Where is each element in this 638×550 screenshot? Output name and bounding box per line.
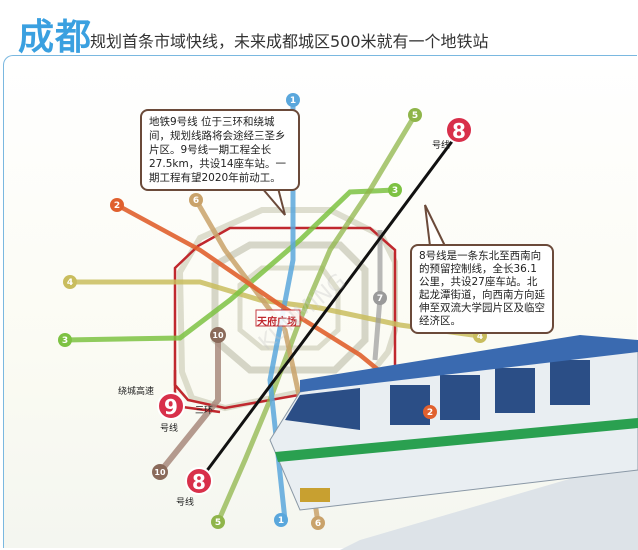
- line-5-badge: [408, 108, 422, 122]
- line-3-track: [64, 187, 396, 343]
- svg-text:8: 8: [192, 470, 206, 494]
- svg-text:8: 8: [452, 119, 466, 143]
- line-3-badge: [388, 183, 402, 197]
- svg-text:6: 6: [315, 519, 321, 529]
- svg-text:10: 10: [212, 331, 224, 340]
- svg-text:9: 9: [164, 395, 178, 419]
- second-ring: [211, 241, 369, 374]
- ring-expressway-road: [176, 207, 398, 412]
- svg-text:7: 7: [377, 294, 383, 304]
- svg-text:1: 1: [278, 516, 284, 526]
- line-8-track: [198, 131, 461, 481]
- svg-text:1: 1: [290, 96, 296, 106]
- svg-text:2: 2: [114, 201, 120, 211]
- line-8-callout: 8号线是一条东北至西南向的预留控制线，全长36.1公里，共设27座车站。北起龙潭…: [410, 244, 554, 334]
- svg-text:5: 5: [412, 111, 418, 121]
- line-8-suffix-north: 号线: [432, 141, 451, 151]
- svg-text:4: 4: [67, 278, 73, 288]
- line-1-badge: [274, 93, 300, 527]
- title-subtitle: 规划首条市域快线，未来成都城区500米就有一个地铁站: [90, 32, 489, 51]
- center-station-label: 天府广场: [257, 317, 297, 328]
- svg-text:3: 3: [62, 336, 68, 346]
- first-ring: [237, 265, 341, 351]
- line-8-suffix-south: 号线: [176, 498, 195, 508]
- callout-9-pointer: [261, 187, 286, 216]
- line-9-callout: 地铁9号线 位于三环和绕城间，规划线路将会途经三圣乡片区。9号线一期工程全长27…: [140, 109, 300, 191]
- line-4-badge: [63, 275, 77, 289]
- line-10-track: [157, 335, 221, 474]
- line-2-badge: [110, 198, 437, 419]
- svg-text:6: 6: [193, 196, 199, 206]
- line-8-badge: [445, 116, 473, 144]
- ring-expressway-label: 绕城高速: [118, 387, 155, 397]
- line-8-badge-south: [185, 467, 213, 495]
- callout-8-pointer: [424, 204, 446, 247]
- svg-text:5: 5: [215, 518, 221, 528]
- svg-text:3: 3: [392, 186, 398, 196]
- svg-text:10: 10: [154, 468, 166, 477]
- line-7-badge: [373, 291, 387, 305]
- line-10-badge: [210, 327, 226, 343]
- line-9-suffix: 号线: [160, 424, 179, 434]
- train-illustration: [269, 335, 638, 550]
- line-6-badge: [189, 193, 203, 207]
- svg-text:2: 2: [427, 408, 433, 418]
- third-ring-label: 三环: [195, 406, 214, 416]
- svg-text:4: 4: [477, 332, 483, 342]
- line-9-badge: [157, 392, 185, 420]
- center-station-box: [255, 309, 301, 327]
- title-city: 成都: [18, 17, 93, 58]
